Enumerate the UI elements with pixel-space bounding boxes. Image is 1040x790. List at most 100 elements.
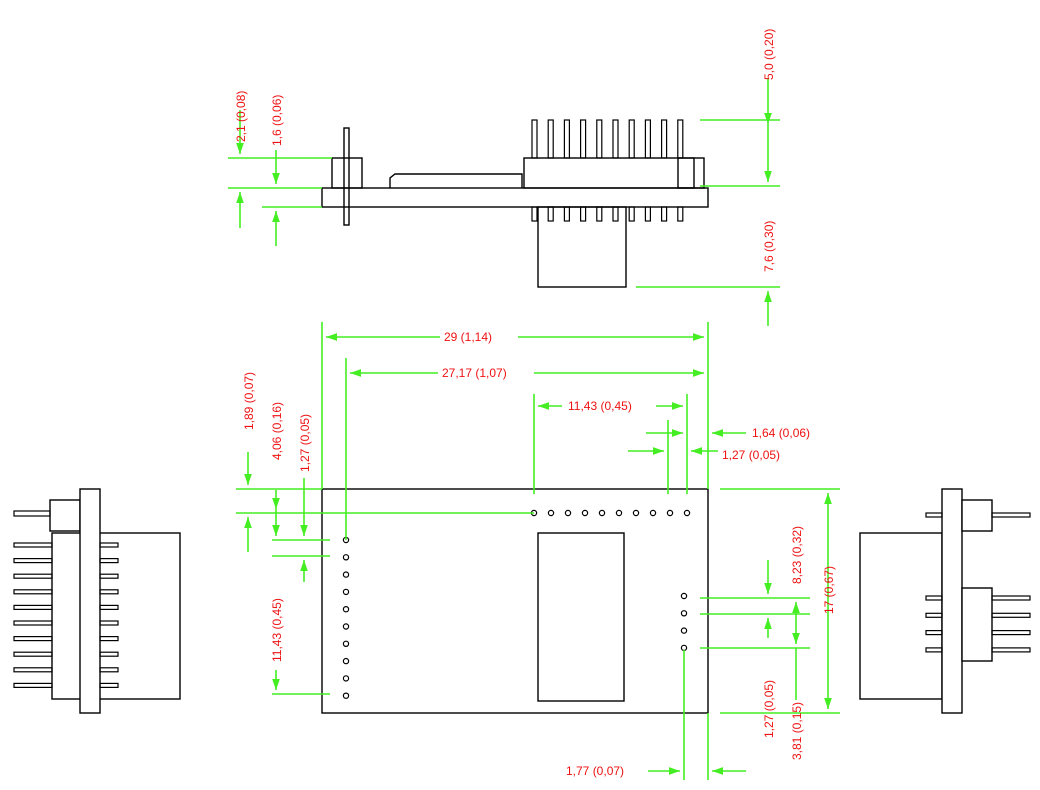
- pin-hole: [342, 692, 350, 699]
- end-pin: [13, 542, 53, 548]
- pin-hole: [649, 509, 657, 517]
- end-pin: [925, 595, 943, 601]
- dim-label-4-06: 4,06 (0,16): [270, 402, 284, 460]
- end-pin: [13, 557, 53, 564]
- bottom-dim: 1,77 (0,07): [566, 650, 746, 780]
- dim-label-3-81: 3,81 (0,15): [790, 702, 804, 760]
- top-view-holes: [342, 509, 691, 699]
- pin-hole: [615, 509, 623, 517]
- side-view-chip: [389, 173, 523, 188]
- pin-hole: [564, 509, 572, 517]
- left-end-body: [51, 532, 181, 700]
- end-pin: [925, 512, 943, 518]
- end-pin: [13, 651, 53, 657]
- pin-hole: [547, 509, 555, 517]
- end-pin: [99, 682, 119, 689]
- connector-pin: [563, 206, 571, 222]
- side-view-pins: [531, 119, 684, 222]
- dim-label-5-0: 5,0 (0,20): [762, 29, 776, 80]
- pin-hole: [342, 571, 350, 578]
- dim-label-11-43-left: 11,43 (0,45): [270, 598, 284, 662]
- top-pin-dims: 11,43 (0,45) 1,64 (0,06) 1,27 (0,05): [533, 394, 810, 494]
- right-end-body: [859, 532, 943, 700]
- end-pin: [991, 612, 1031, 618]
- pin-hole: [680, 627, 688, 634]
- connector-pin: [612, 119, 619, 159]
- end-pin: [13, 620, 53, 626]
- end-pin: [99, 573, 119, 579]
- pin-hole: [680, 610, 688, 617]
- end-pin: [13, 589, 53, 595]
- top-view-chip: [537, 532, 625, 702]
- connector-pin: [596, 119, 603, 159]
- connector-pin: [531, 206, 538, 222]
- side-view-connector: [523, 157, 705, 189]
- dim-label-7-6: 7,6 (0,30): [762, 221, 776, 272]
- right-pin-dims: 8,23 (0,32) 17 (0,67) 1,27 (0,05) 3,81 (…: [700, 488, 840, 760]
- right-end-pins: [925, 512, 1031, 653]
- end-pin: [99, 589, 119, 595]
- connector-pin: [677, 206, 684, 222]
- end-pin: [13, 635, 53, 642]
- pin-hole: [632, 509, 640, 517]
- connector-pin: [660, 206, 668, 222]
- dim-label-1-27-left: 1,27 (0,05): [298, 414, 312, 472]
- connector-pin: [644, 206, 652, 222]
- dim-label-1-27-top: 1,27 (0,05): [722, 448, 780, 462]
- end-pin: [925, 612, 943, 618]
- pin-hole: [598, 509, 606, 517]
- end-pin: [925, 629, 943, 636]
- dim-label-29: 29 (1,14): [444, 330, 492, 344]
- pin-hole: [666, 509, 674, 517]
- connector-pin: [628, 206, 635, 222]
- dim-label-27-17: 27,17 (1,07): [442, 366, 507, 380]
- end-pin: [99, 604, 119, 611]
- dim-label-11-43-top: 11,43 (0,45): [568, 399, 632, 413]
- end-pin: [13, 682, 53, 689]
- pin-hole: [342, 657, 350, 665]
- dim-label-1-77: 1,77 (0,07): [566, 764, 624, 778]
- end-pin: [13, 573, 53, 579]
- end-pin: [99, 620, 119, 626]
- pin-hole: [342, 606, 350, 613]
- pin-hole: [342, 588, 350, 596]
- end-pin: [99, 557, 119, 564]
- top-view: 29 (1,14) 27,17 (1,07) 11,43 (0,45) 1,64…: [236, 322, 840, 780]
- end-pin: [99, 651, 119, 657]
- pin-hole: [581, 509, 589, 517]
- top-view-board: [321, 488, 709, 714]
- end-pin: [991, 512, 1031, 518]
- side-view-board: [321, 187, 709, 208]
- side-view-left-header: [331, 157, 363, 189]
- right-end-header-mid: [961, 587, 993, 662]
- dim-label-8-23: 8,23 (0,32): [790, 526, 804, 584]
- dim-label-1-89: 1,89 (0,07): [242, 372, 256, 430]
- dim-label-1-64: 1,64 (0,06): [752, 426, 810, 440]
- end-pin: [13, 604, 53, 611]
- pin-hole: [680, 644, 688, 652]
- side-view: 2,1 (0,08) 1,6 (0,06) 5,0 (0,20) 7,6 (0,…: [228, 29, 780, 326]
- pin-hole: [342, 554, 350, 561]
- pin-hole: [342, 675, 350, 682]
- left-end-board: [79, 488, 101, 714]
- end-pin: [991, 647, 1031, 653]
- connector-pin: [579, 119, 587, 159]
- dim-label-2-1: 2,1 (0,08): [234, 91, 248, 142]
- connector-pin: [579, 206, 587, 222]
- right-end-board: [941, 488, 963, 714]
- connector-pin: [563, 119, 571, 159]
- right-end-header-top: [961, 499, 993, 532]
- connector-pin: [547, 206, 554, 222]
- connector-pin: [596, 206, 603, 222]
- end-pin: [99, 542, 119, 548]
- side-view-left-pin: [343, 127, 350, 226]
- dim-label-1-6: 1,6 (0,06): [270, 95, 284, 146]
- width-dims: 29 (1,14) 27,17 (1,07): [321, 322, 709, 540]
- end-pin: [99, 667, 119, 673]
- right-end-view: [859, 488, 1031, 714]
- end-pin: [991, 629, 1031, 636]
- connector-pin: [547, 119, 554, 159]
- pin-hole: [680, 592, 688, 600]
- end-pin: [13, 667, 53, 673]
